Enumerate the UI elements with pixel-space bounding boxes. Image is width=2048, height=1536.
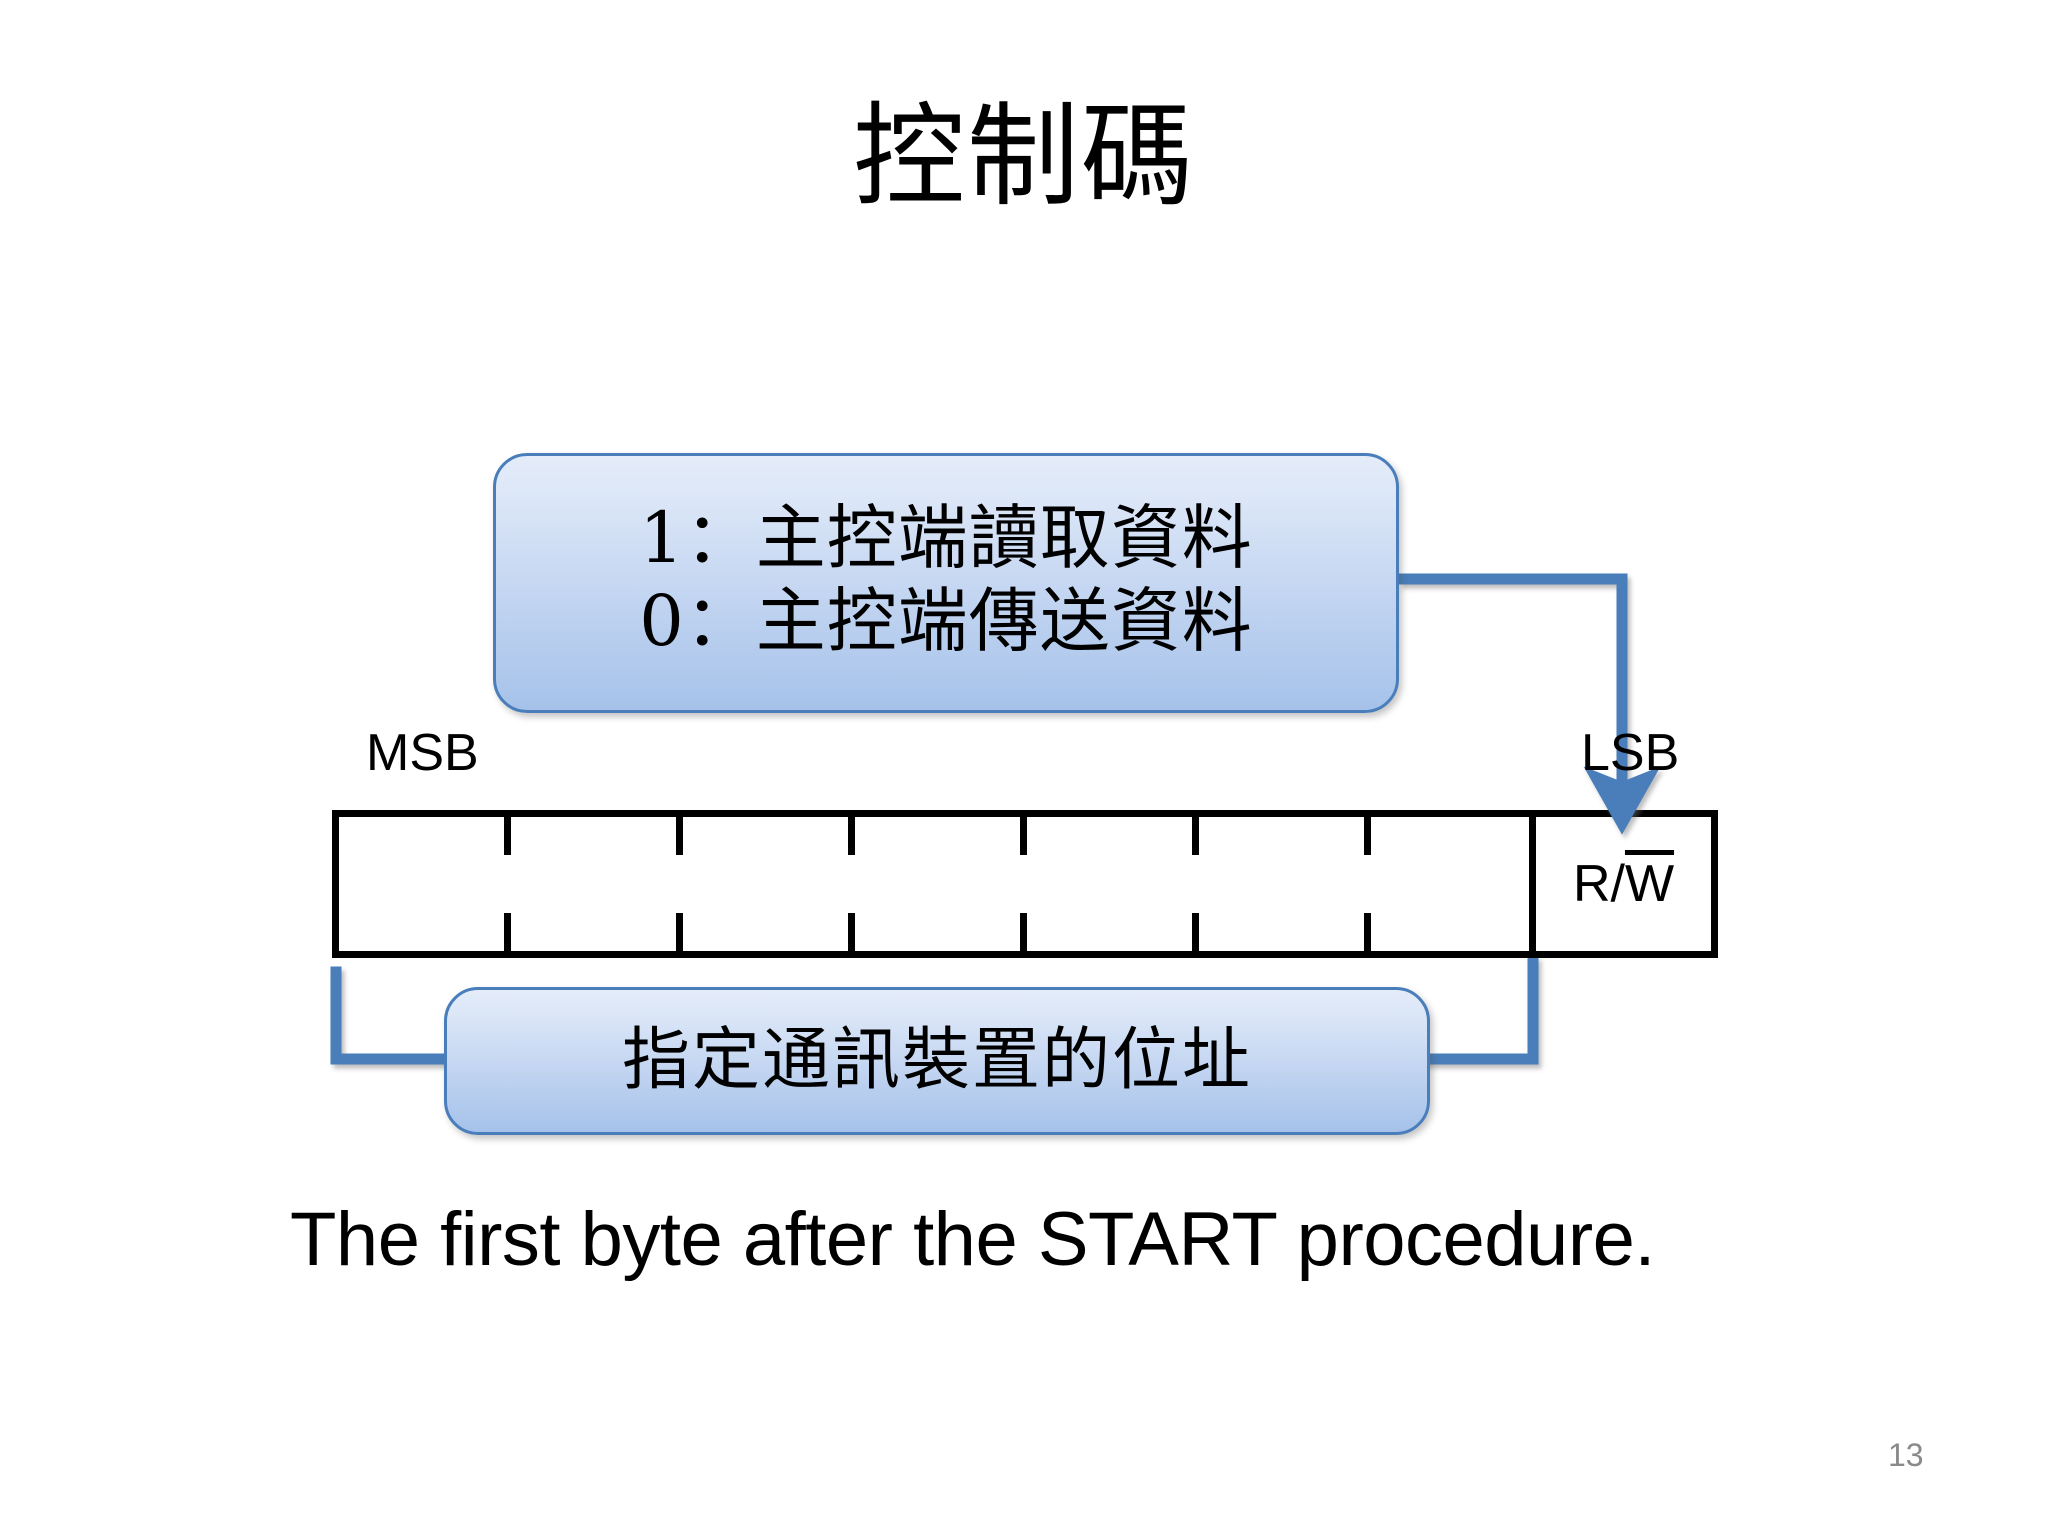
callout-addr-line-1: 指定通訊裝置的位址 <box>621 1021 1252 1100</box>
byte-diagram: R/W <box>332 810 1718 958</box>
bit-tick-bottom-6 <box>1364 913 1371 951</box>
bit-tick-bottom-5 <box>1192 913 1199 951</box>
rw-bit-cell: R/W <box>1536 817 1711 951</box>
slide-caption: The first byte after the START procedure… <box>290 1197 1656 1282</box>
bit-tick-top-4 <box>1020 817 1027 855</box>
rw-overlined-label: W <box>1624 855 1675 913</box>
slide-number: 13 <box>1888 1437 1924 1473</box>
bit-tick-bottom-1 <box>504 913 511 951</box>
bit-tick-bottom-2 <box>676 913 683 951</box>
msb-label: MSB <box>366 724 479 782</box>
callout-rw-line-1: 1：主控端讀取資料 <box>639 497 1253 580</box>
bit-tick-top-5 <box>1192 817 1199 855</box>
page-title: 控制碼 <box>853 92 1195 222</box>
bit-tick-bottom-3 <box>848 913 855 951</box>
bit-tick-top-6 <box>1364 817 1371 855</box>
callout-read-write[interactable]: 1：主控端讀取資料 0：主控端傳送資料 <box>493 453 1399 713</box>
callout-device-address[interactable]: 指定通訊裝置的位址 <box>444 987 1430 1135</box>
callout-rw-line-2: 0：主控端傳送資料 <box>639 580 1253 662</box>
bit-tick-top-1 <box>504 817 511 855</box>
rw-cell-divider <box>1529 817 1536 951</box>
bit-tick-top-3 <box>848 817 855 855</box>
bit-tick-top-2 <box>676 817 683 855</box>
bit-tick-bottom-4 <box>1020 913 1027 951</box>
lsb-label: LSB <box>1581 724 1680 782</box>
rw-prefix-label: R/ <box>1572 855 1625 913</box>
